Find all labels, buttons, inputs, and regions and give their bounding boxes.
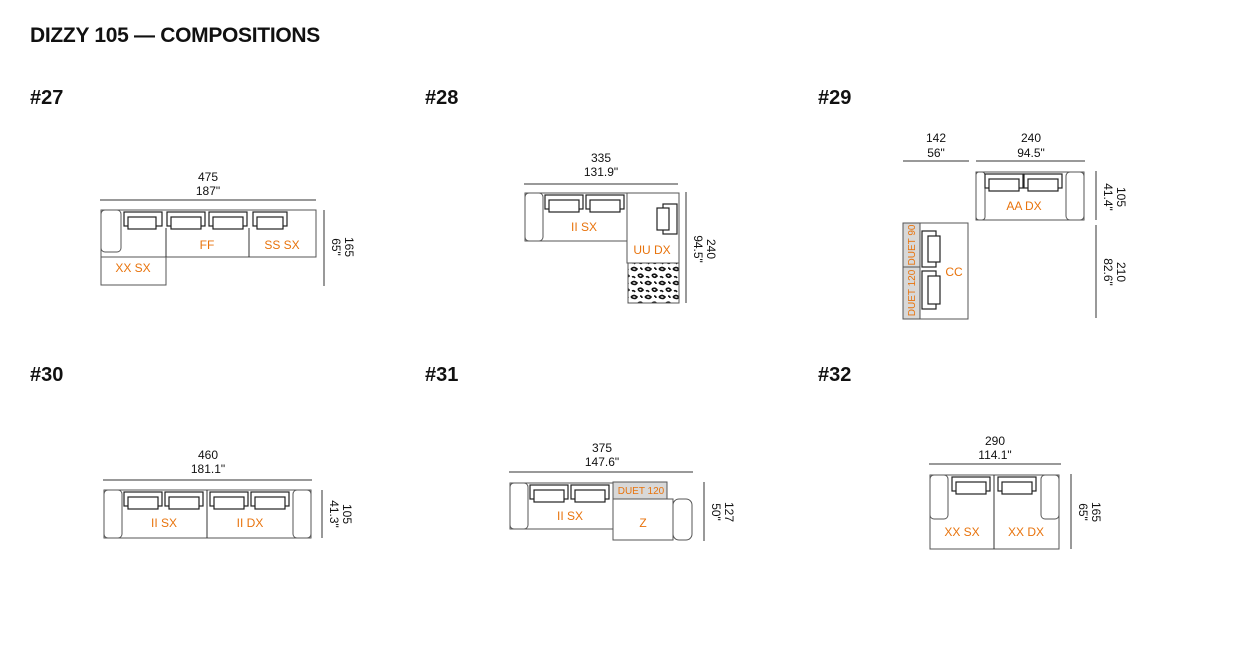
- page-title: DIZZY 105 — COMPOSITIONS: [30, 24, 320, 47]
- depth-cm-label: 127: [722, 502, 736, 522]
- depth-cm-label: 240: [704, 239, 718, 259]
- width-in-label: 181.1": [191, 462, 225, 476]
- backrest-cushion: [127, 496, 159, 510]
- armrest: [509, 482, 529, 530]
- backrest-cushion: [127, 216, 157, 230]
- depth-in-label: 65": [329, 238, 343, 256]
- backrest-cushion: [574, 489, 606, 503]
- module-label: SS SX: [264, 238, 299, 252]
- module-label: AA DX: [1006, 199, 1041, 213]
- width-b-in-label: 94.5": [1017, 146, 1045, 160]
- backrest-cushion: [548, 199, 580, 213]
- composition-28: 335 131.9" 240 94.5" II SX UU DX: [524, 151, 718, 304]
- width-in-label: 147.6": [585, 455, 619, 469]
- width-b-cm-label: 240: [1021, 131, 1041, 145]
- width-a-in-label: 56": [927, 146, 945, 160]
- backrest-cushion: [589, 199, 621, 213]
- width-cm-label: 290: [985, 434, 1005, 448]
- module-label: XX SX: [115, 261, 150, 275]
- composition-label-29: #29: [818, 87, 852, 109]
- depth-b-in-label: 82.6": [1101, 258, 1115, 286]
- depth-in-label: 65": [1076, 503, 1090, 521]
- armrest: [524, 192, 544, 242]
- duet-120-unit: [612, 481, 668, 500]
- backrest-cushion: [533, 489, 565, 503]
- composition-label-31: #31: [425, 364, 459, 386]
- side-cushion: [927, 275, 941, 305]
- module-label: DUET 120: [907, 269, 918, 316]
- backrest-cushion: [168, 496, 200, 510]
- chaise-extension: [100, 256, 167, 286]
- width-cm-label: 460: [198, 448, 218, 462]
- width-cm-label: 335: [591, 151, 611, 165]
- module-label: Z: [639, 516, 646, 530]
- backrest-cushion: [256, 216, 284, 230]
- depth-cm-label: 165: [1089, 502, 1103, 522]
- depth-a-in-label: 41.4": [1101, 183, 1115, 211]
- backrest-cushion: [170, 216, 202, 230]
- backrest-cushion: [213, 496, 245, 510]
- module-label: II SX: [151, 516, 177, 530]
- side-cushion: [656, 207, 670, 231]
- composition-30: 460 181.1" 105 41.3" II SX II DX: [103, 448, 354, 539]
- module-label: II SX: [557, 509, 583, 523]
- width-cm-label: 475: [198, 170, 218, 184]
- width-in-label: 187": [196, 184, 220, 198]
- backrest-cushion: [254, 496, 286, 510]
- backrest-cushion: [212, 216, 244, 230]
- side-cushion: [927, 235, 941, 263]
- module-label: XX DX: [1008, 525, 1044, 539]
- depth-cm-label: 105: [340, 504, 354, 524]
- depth-cm-label: 165: [342, 237, 356, 257]
- depth-a-cm-label: 105: [1114, 187, 1128, 207]
- armrest: [100, 209, 122, 253]
- composition-label-27: #27: [30, 87, 64, 109]
- module-label: II SX: [571, 220, 597, 234]
- width-a-cm-label: 142: [926, 131, 946, 145]
- pouf-textured: [627, 262, 680, 304]
- chaise-module: [612, 498, 674, 541]
- module-label: CC: [945, 265, 963, 279]
- width-in-label: 114.1": [978, 448, 1011, 462]
- depth-b-cm-label: 210: [1114, 262, 1128, 282]
- composition-label-32: #32: [818, 364, 852, 386]
- armrest: [975, 171, 986, 221]
- depth-in-label: 50": [709, 503, 723, 521]
- backrest-cushion: [988, 178, 1020, 192]
- module-label: II DX: [237, 516, 264, 530]
- armrest: [1065, 171, 1085, 221]
- width-cm-label: 375: [592, 441, 612, 455]
- module-label: UU DX: [633, 243, 670, 257]
- backrest-cushion: [1027, 178, 1059, 192]
- armrest: [929, 474, 949, 520]
- composition-32: 290 114.1" 165 65" XX SX XX DX: [929, 434, 1103, 550]
- module-label: XX SX: [944, 525, 979, 539]
- backrest-cushion: [1001, 481, 1033, 495]
- armrest: [103, 489, 123, 539]
- armrest: [672, 498, 693, 541]
- composition-27: 475 187" 165 65" XX SX FF SS SX: [100, 170, 356, 286]
- width-in-label: 131.9": [584, 165, 618, 179]
- composition-31: 375 147.6" 127 50" II SX Z DUET 120: [509, 441, 736, 541]
- module-label: FF: [200, 238, 215, 252]
- depth-in-label: 41.3": [327, 500, 341, 528]
- depth-in-label: 94.5": [691, 235, 705, 263]
- composition-29: 142 56" 240 94.5" 105 41.4" 210 82.6" AA…: [902, 131, 1128, 320]
- backrest-cushion: [955, 481, 987, 495]
- composition-label-28: #28: [425, 87, 459, 109]
- armrest: [292, 489, 312, 539]
- module-label: DUET 90: [907, 224, 918, 265]
- armrest: [1040, 474, 1060, 520]
- module-label: DUET 120: [618, 486, 665, 497]
- duet-120-unit: [902, 266, 921, 320]
- composition-label-30: #30: [30, 364, 64, 386]
